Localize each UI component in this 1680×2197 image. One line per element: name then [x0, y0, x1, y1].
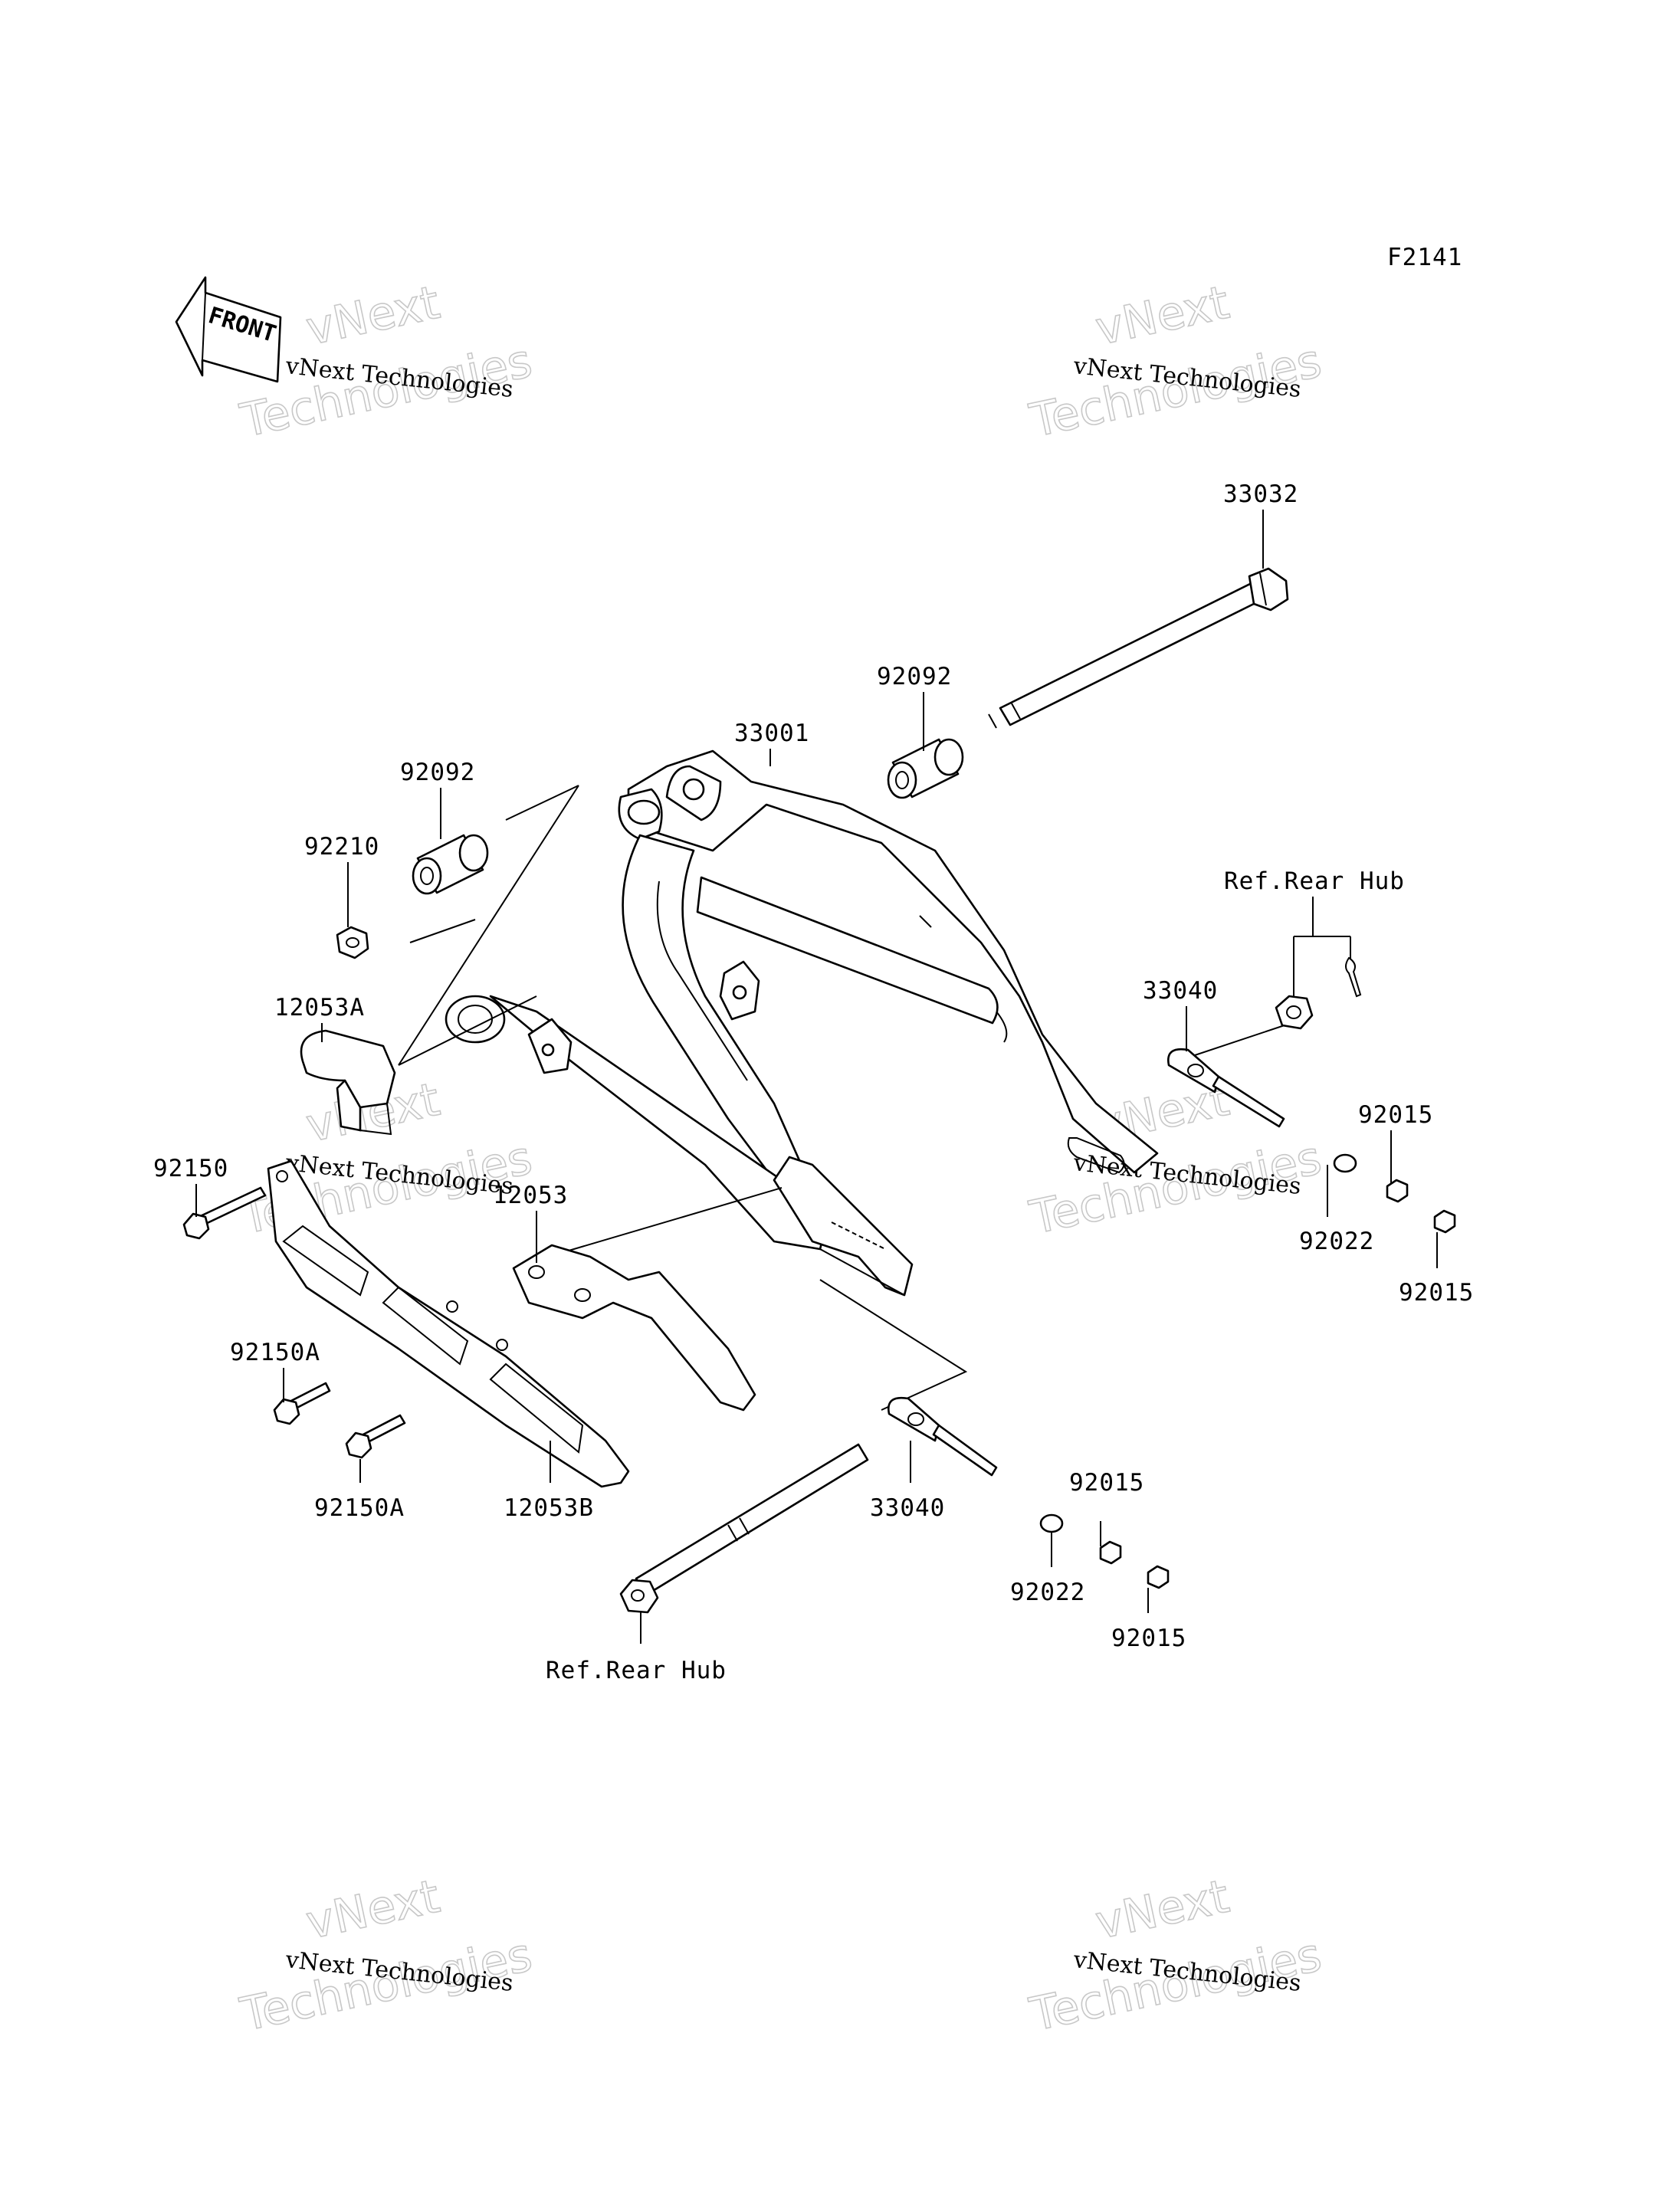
rear-axle: [619, 1443, 869, 1614]
watermark-top-right: vNext Technologies vNext Technologies: [1025, 275, 1327, 449]
front-arrow-icon: FRONT: [175, 276, 282, 383]
chain-guide-12053B: [267, 1159, 630, 1488]
label-12053B: 12053B: [504, 1494, 594, 1522]
bolt-92150A-bottom: [345, 1414, 406, 1459]
figure-code: F2141: [1387, 244, 1462, 271]
chain-adjuster-33040-bottom: [888, 1396, 998, 1477]
label-ref-rear-hub-bottom: Ref.Rear Hub: [546, 1657, 727, 1684]
chain-adjuster-33040-top: [1167, 1048, 1285, 1128]
label-92015-a: 92015: [1358, 1101, 1433, 1129]
washer-92022-top: [1333, 1153, 1357, 1173]
watermark-top-left: vNext Technologies vNext Technologies: [235, 275, 537, 449]
label-92150A-bottom: 92150A: [314, 1494, 405, 1522]
rear-hub-nut: [1275, 995, 1314, 1030]
nut-92015-d: [1147, 1565, 1170, 1589]
svg-text:vNext: vNext: [1091, 1870, 1234, 1950]
chain-slider-12053: [512, 1244, 756, 1412]
label-92022-bottom: 92022: [1010, 1579, 1085, 1606]
label-92015-c: 92015: [1069, 1469, 1144, 1497]
label-33001: 33001: [734, 720, 809, 747]
label-92022-top: 92022: [1299, 1228, 1374, 1255]
svg-text:vNext: vNext: [1091, 276, 1234, 356]
washer-92022-bottom: [1039, 1513, 1064, 1533]
label-33040-bottom: 33040: [870, 1494, 945, 1522]
label-ref-rear-hub-top: Ref.Rear Hub: [1224, 867, 1405, 895]
label-33032: 33032: [1223, 480, 1298, 508]
nut-92210: [336, 926, 369, 959]
swingarm-33001: [445, 749, 1159, 1297]
cotter-pin: [1345, 956, 1362, 998]
label-92092-left: 92092: [400, 759, 475, 786]
label-92150: 92150: [153, 1155, 228, 1182]
label-92015-b: 92015: [1399, 1279, 1474, 1307]
label-12053A: 12053A: [274, 994, 365, 1021]
label-92015-d: 92015: [1111, 1625, 1186, 1652]
label-12053: 12053: [493, 1182, 568, 1209]
leader-lines: [195, 510, 1438, 1644]
bushing-92092-left: [412, 834, 489, 895]
nut-92015-c: [1099, 1540, 1122, 1565]
nut-92015-b: [1433, 1209, 1456, 1234]
bolt-92150: [182, 1186, 267, 1240]
label-92150A-top: 92150A: [230, 1339, 320, 1366]
svg-text:vNext: vNext: [302, 1870, 445, 1950]
label-92210: 92210: [304, 833, 379, 861]
nut-92015-a: [1386, 1179, 1409, 1203]
collar-12053A: [300, 1029, 396, 1136]
watermark-bottom-right: vNext Technologies vNext Technologies: [1025, 1869, 1327, 2043]
bolt-92150A-top: [273, 1382, 331, 1425]
label-33040-top: 33040: [1143, 977, 1218, 1005]
svg-text:vNext: vNext: [302, 276, 445, 356]
pivot-shaft-33032: [988, 567, 1289, 729]
label-92092-right: 92092: [877, 663, 952, 690]
watermark-bottom-left: vNext Technologies vNext Technologies: [235, 1869, 537, 2043]
bushing-92092-right: [887, 738, 964, 799]
